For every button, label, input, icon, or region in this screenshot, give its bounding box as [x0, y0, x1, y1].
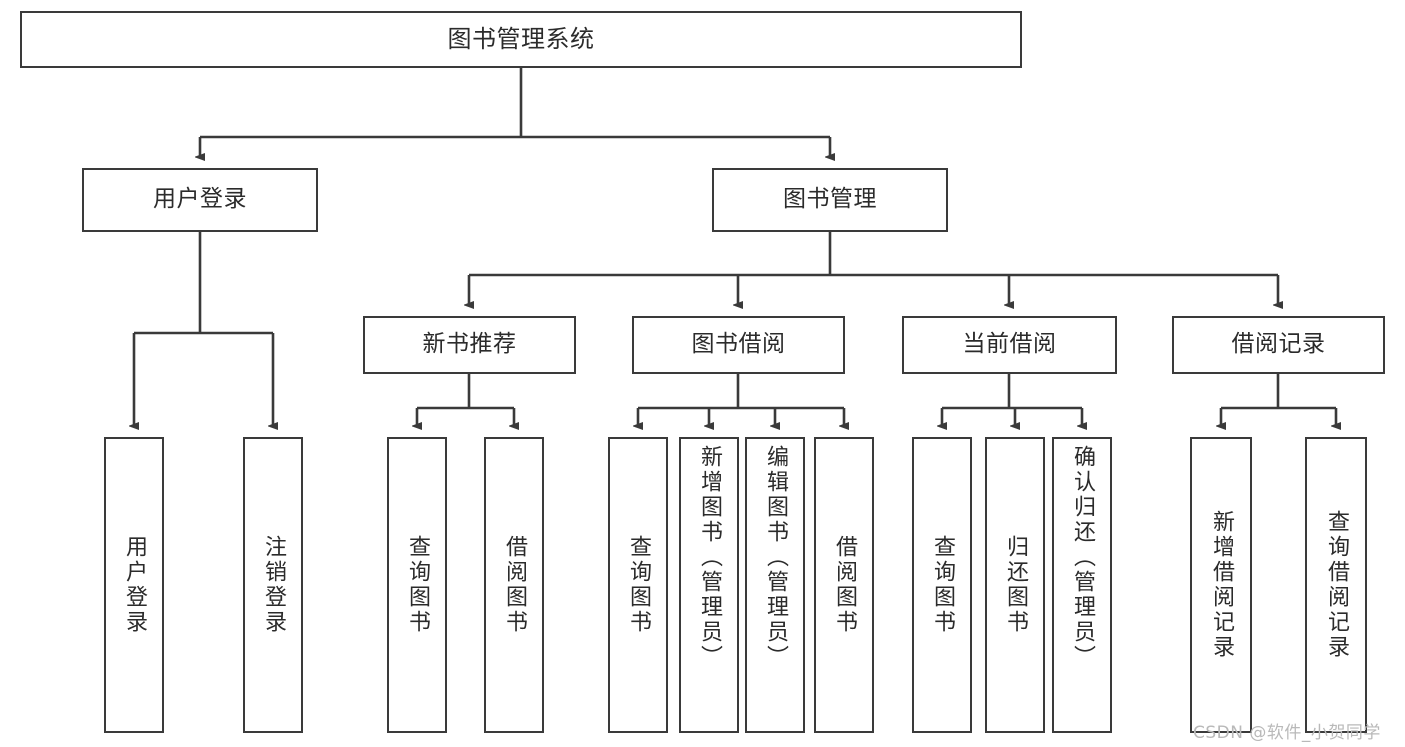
node-label: 借阅图书 — [502, 535, 527, 635]
node-user-login[interactable]: 用户登录 — [82, 168, 318, 232]
node-label: 归还图书 — [1003, 535, 1028, 635]
node-label: 新增借阅记录 — [1209, 510, 1234, 660]
node-label: 编辑图书（管理员） — [763, 445, 788, 670]
node-borrow-record[interactable]: 借阅记录 — [1172, 316, 1385, 374]
node-label: 新书推荐 — [422, 331, 517, 358]
edge-group-root — [200, 68, 830, 157]
node-label: 借阅记录 — [1231, 331, 1326, 358]
node-label: 查询图书 — [626, 535, 651, 635]
node-leaf-borrow-book-rec[interactable]: 借阅图书 — [484, 437, 544, 733]
edge-group-new-book-rec — [417, 374, 514, 426]
node-book-borrow[interactable]: 图书借阅 — [632, 316, 845, 374]
node-leaf-add-record[interactable]: 新增借阅记录 — [1190, 437, 1252, 733]
node-label: 用户登录 — [122, 535, 147, 635]
node-leaf-confirm-return[interactable]: 确认归还（管理员） — [1052, 437, 1112, 733]
node-new-book-rec[interactable]: 新书推荐 — [363, 316, 576, 374]
csdn-watermark: CSDN @软件_小贺同学 — [1193, 723, 1381, 743]
node-leaf-edit-book[interactable]: 编辑图书（管理员） — [745, 437, 805, 733]
node-label: 新增图书（管理员） — [697, 445, 722, 670]
node-label: 当前借阅 — [962, 331, 1057, 358]
node-label: 图书管理系统 — [447, 25, 595, 54]
node-leaf-user-login[interactable]: 用户登录 — [104, 437, 164, 733]
node-label: 查询借阅记录 — [1324, 510, 1349, 660]
node-leaf-query-book-rec[interactable]: 查询图书 — [387, 437, 447, 733]
edge-group-book-borrow — [638, 374, 844, 426]
node-label: 借阅图书 — [832, 535, 857, 635]
node-book-manage[interactable]: 图书管理 — [712, 168, 948, 232]
node-leaf-user-logout[interactable]: 注销登录 — [243, 437, 303, 733]
node-leaf-query-record[interactable]: 查询借阅记录 — [1305, 437, 1367, 733]
node-leaf-return-book[interactable]: 归还图书 — [985, 437, 1045, 733]
node-leaf-add-book[interactable]: 新增图书（管理员） — [679, 437, 739, 733]
edge-group-user-login — [134, 232, 273, 426]
node-leaf-query-book-current[interactable]: 查询图书 — [912, 437, 972, 733]
edge-group-book-manage — [469, 232, 1278, 305]
node-label: 图书管理 — [783, 186, 877, 213]
node-label: 查询图书 — [930, 535, 955, 635]
node-leaf-borrow-book-borrow[interactable]: 借阅图书 — [814, 437, 874, 733]
edge-group-current-borrow — [942, 374, 1082, 426]
node-root-system[interactable]: 图书管理系统 — [20, 11, 1022, 68]
node-label: 查询图书 — [405, 535, 430, 635]
node-current-borrow[interactable]: 当前借阅 — [902, 316, 1117, 374]
node-label: 确认归还（管理员） — [1070, 445, 1095, 670]
edge-group-borrow-record — [1221, 374, 1336, 426]
node-label: 注销登录 — [261, 535, 286, 635]
node-label: 图书借阅 — [691, 331, 786, 358]
node-label: 用户登录 — [153, 186, 247, 213]
node-leaf-query-book-borrow[interactable]: 查询图书 — [608, 437, 668, 733]
